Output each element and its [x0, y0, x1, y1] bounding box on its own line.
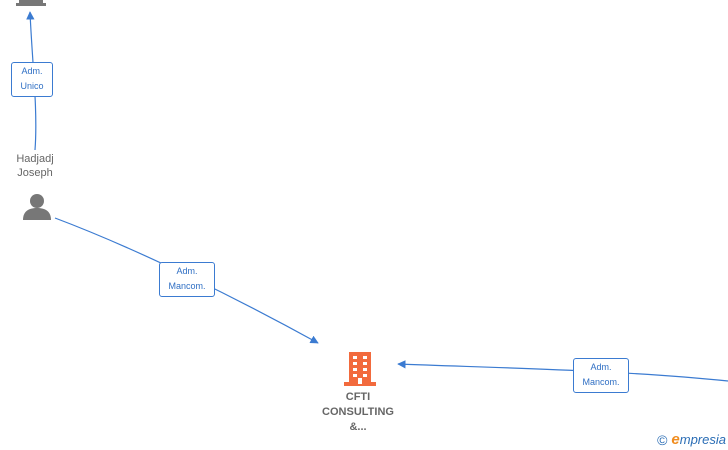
edge-label-adm-mancom-left: Adm. Mancom. — [159, 262, 215, 297]
main-company-name-label[interactable]: CFTI CONSULTING &... — [308, 390, 408, 435]
empresia-logo-text: mpresia — [679, 432, 726, 447]
empresia-logo-initial: e — [671, 431, 680, 448]
edge-right-to-main-company — [397, 360, 728, 382]
edge-label-line2: Unico — [20, 81, 44, 91]
empresia-logo: empresia — [671, 431, 726, 448]
main-company-name-line2: CONSULTING — [322, 406, 394, 418]
copyright-symbol: © — [657, 431, 668, 448]
edge-label-line1: Adm. — [176, 266, 198, 276]
edge-label-line2: Mancom. — [168, 281, 206, 291]
edge-label-line1: Adm. — [21, 66, 43, 76]
main-company-name-line1: CFTI — [345, 391, 371, 403]
person-icon[interactable] — [23, 194, 51, 220]
edge-label-line2: Mancom. — [582, 377, 620, 387]
main-company-name-line3: &... — [349, 421, 367, 433]
edge-label-adm-mancom-right: Adm. Mancom. — [573, 358, 629, 393]
person-name-label[interactable]: Hadjadj Joseph — [0, 152, 70, 180]
person-name-line1: Hadjadj — [16, 153, 54, 165]
person-name-line2: Joseph — [17, 167, 53, 179]
main-company-building-icon[interactable] — [344, 352, 376, 386]
top-company-building-icon[interactable] — [16, 0, 46, 6]
empresia-watermark: © empresia — [657, 431, 726, 448]
edge-label-adm-unico: Adm. Unico — [11, 62, 53, 97]
edge-label-line1: Adm. — [590, 362, 612, 372]
